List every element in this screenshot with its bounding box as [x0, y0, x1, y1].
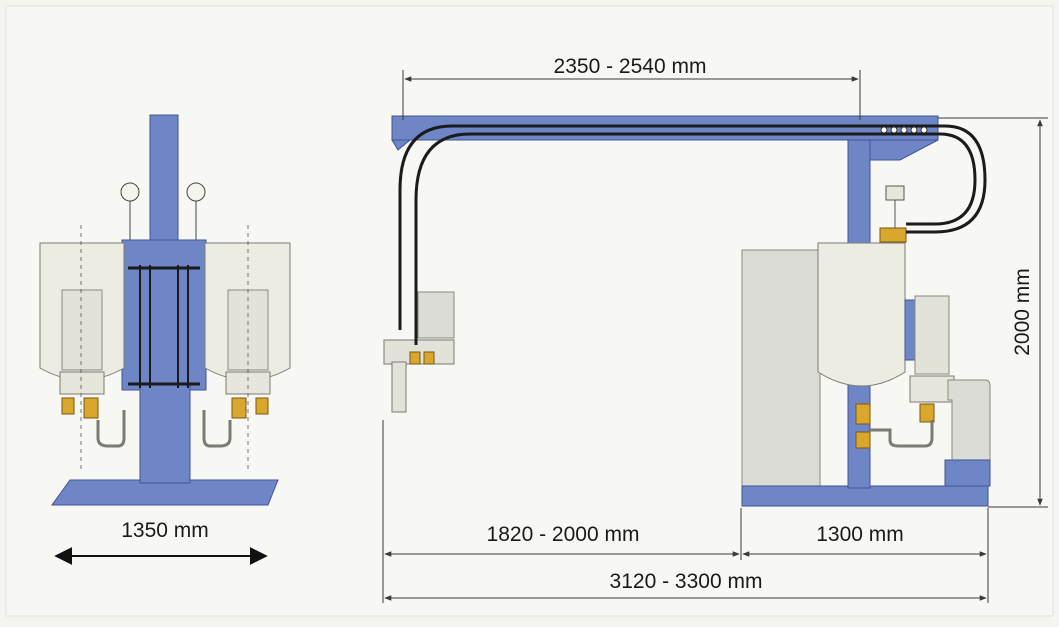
side-hose-clamps — [880, 126, 928, 134]
side-nozzle — [391, 361, 407, 413]
side-control-cabinet — [741, 249, 821, 491]
front-left-valves — [61, 397, 99, 419]
front-top-column — [149, 114, 179, 246]
front-left-motor — [61, 289, 103, 371]
label-height: 2000 mm — [1011, 268, 1034, 356]
front-left-pump — [59, 371, 105, 395]
dimension-labels: 2350 - 2540 mm 1820 - 2000 mm 1300 mm 31… — [121, 55, 1034, 593]
label-boom-reach: 2350 - 2540 mm — [554, 55, 707, 78]
front-base-plate — [51, 479, 279, 506]
front-left-pipe — [96, 410, 126, 448]
label-total-length: 3120 - 3300 mm — [610, 570, 763, 593]
side-head-valves — [409, 351, 435, 365]
front-right-valves — [231, 397, 269, 419]
side-hoses — [398, 124, 987, 345]
side-head-motor — [417, 291, 455, 339]
front-centerlines — [80, 225, 249, 470]
side-motor — [914, 295, 950, 375]
front-lower-column — [139, 384, 191, 484]
front-right-pump — [225, 371, 271, 395]
front-view — [39, 114, 291, 506]
front-right-pipe — [202, 410, 232, 448]
side-gauge — [885, 185, 905, 201]
side-duct-foot — [944, 459, 991, 487]
side-pipe — [870, 420, 934, 448]
side-view — [383, 115, 991, 507]
label-base-depth: 1300 mm — [816, 523, 904, 546]
side-boom-bracket — [869, 139, 939, 161]
side-valves — [855, 227, 935, 449]
side-boom-arm — [391, 115, 939, 141]
front-hose-bundle — [128, 265, 200, 388]
label-front-width: 1350 mm — [121, 519, 209, 542]
side-pump — [909, 375, 955, 403]
front-pressure-gauges — [120, 182, 206, 240]
dimension-lines — [54, 70, 1048, 603]
front-center-block — [121, 239, 207, 391]
label-head-offset: 1820 - 2000 mm — [487, 523, 640, 546]
side-boom-tip — [391, 139, 412, 151]
side-tank — [817, 242, 906, 387]
side-base-frame — [741, 485, 989, 507]
